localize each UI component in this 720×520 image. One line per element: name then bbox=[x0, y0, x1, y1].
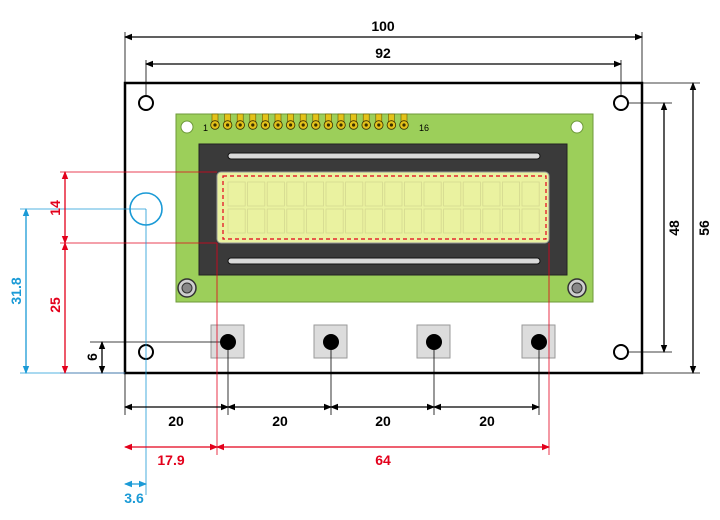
character-cell bbox=[305, 181, 324, 207]
character-cell bbox=[266, 208, 285, 234]
dim-label-lcd-window-height: 14 bbox=[47, 200, 63, 216]
header-pin bbox=[285, 113, 296, 130]
dim-label-hole-spacing-y: 48 bbox=[666, 220, 682, 236]
dim-label-btn-pitch-3: 20 bbox=[375, 413, 391, 429]
pcb-screw-bl bbox=[177, 278, 197, 298]
dim-label-btn-pitch-4: 20 bbox=[479, 413, 495, 429]
character-cell bbox=[443, 181, 462, 207]
dim-label-btn-pitch-2: 20 bbox=[272, 413, 288, 429]
pin-label-first: 1 bbox=[203, 123, 208, 133]
header-pin bbox=[210, 113, 220, 130]
mounting-hole-br bbox=[613, 344, 629, 360]
mounting-hole-tl bbox=[138, 95, 154, 111]
dim-label-lcd-from-button: 25 bbox=[47, 297, 63, 313]
header-pin bbox=[235, 113, 245, 130]
dim-label-blue-hole-offset-x: 3.6 bbox=[124, 490, 144, 506]
header-pin bbox=[361, 113, 371, 130]
character-cell bbox=[403, 181, 422, 207]
character-cell bbox=[443, 208, 462, 234]
dim-label-blue-hole-height: 31.8 bbox=[8, 277, 24, 304]
header-pin bbox=[298, 113, 308, 130]
lcd-viewing-area bbox=[222, 175, 547, 240]
header-pin bbox=[348, 113, 359, 130]
character-cell bbox=[345, 181, 364, 207]
character-cell bbox=[364, 181, 383, 207]
character-cell bbox=[247, 181, 266, 207]
dim-label-button-from-bottom: 6 bbox=[84, 353, 100, 361]
character-cell bbox=[423, 208, 442, 234]
character-cell bbox=[305, 208, 324, 234]
header-pin bbox=[260, 113, 271, 130]
character-cell bbox=[384, 181, 403, 207]
header-pin bbox=[323, 113, 334, 130]
character-cell bbox=[423, 181, 442, 207]
header-pins bbox=[210, 113, 409, 130]
dim-label-btn-pitch-1: 20 bbox=[168, 413, 184, 429]
push-button-2 bbox=[313, 324, 348, 359]
dim-label-board-height: 56 bbox=[696, 220, 712, 236]
lcd-character-cells bbox=[227, 181, 540, 234]
push-button-4 bbox=[521, 324, 556, 359]
dim-label-lcd-offset-x: 17.9 bbox=[157, 452, 184, 468]
character-cell bbox=[462, 208, 481, 234]
bezel-slot-top bbox=[227, 152, 541, 160]
character-cell bbox=[521, 208, 540, 234]
character-cell bbox=[325, 181, 344, 207]
character-cell bbox=[403, 208, 422, 234]
pin-label-last: 16 bbox=[419, 123, 429, 133]
header-pin bbox=[336, 113, 346, 130]
pcb-hole-tr bbox=[570, 120, 584, 134]
extension-lines-red bbox=[60, 171, 550, 455]
header-pin bbox=[399, 113, 409, 130]
character-cell bbox=[286, 181, 305, 207]
character-cell bbox=[501, 181, 520, 207]
header-pin bbox=[374, 113, 384, 130]
character-cell bbox=[247, 208, 266, 234]
character-cell bbox=[482, 208, 501, 234]
header-pin bbox=[248, 113, 258, 130]
character-cell bbox=[345, 208, 364, 234]
push-button-3 bbox=[416, 324, 451, 359]
character-cell bbox=[521, 181, 540, 207]
pcb-hole-tl bbox=[180, 120, 194, 134]
character-cell bbox=[286, 208, 305, 234]
bezel-slot-bottom bbox=[227, 257, 541, 265]
character-cell bbox=[325, 208, 344, 234]
character-cell bbox=[266, 181, 285, 207]
header-pin bbox=[311, 113, 321, 130]
character-cell bbox=[227, 181, 246, 207]
character-cell bbox=[384, 208, 403, 234]
header-pin bbox=[273, 113, 283, 130]
character-cell bbox=[482, 181, 501, 207]
character-cell bbox=[364, 208, 383, 234]
dim-label-lcd-window-width: 64 bbox=[375, 452, 391, 468]
push-buttons bbox=[210, 324, 556, 359]
push-button-1 bbox=[210, 324, 245, 359]
character-cell bbox=[462, 181, 481, 207]
dim-label-board-width: 100 bbox=[371, 18, 395, 34]
character-cell bbox=[501, 208, 520, 234]
header-pin bbox=[386, 113, 397, 130]
header-pin bbox=[222, 113, 233, 130]
pcb-screw-br bbox=[567, 278, 587, 298]
character-cell bbox=[227, 208, 246, 234]
mounting-hole-tr bbox=[613, 95, 629, 111]
dim-label-hole-spacing-x: 92 bbox=[375, 45, 391, 61]
